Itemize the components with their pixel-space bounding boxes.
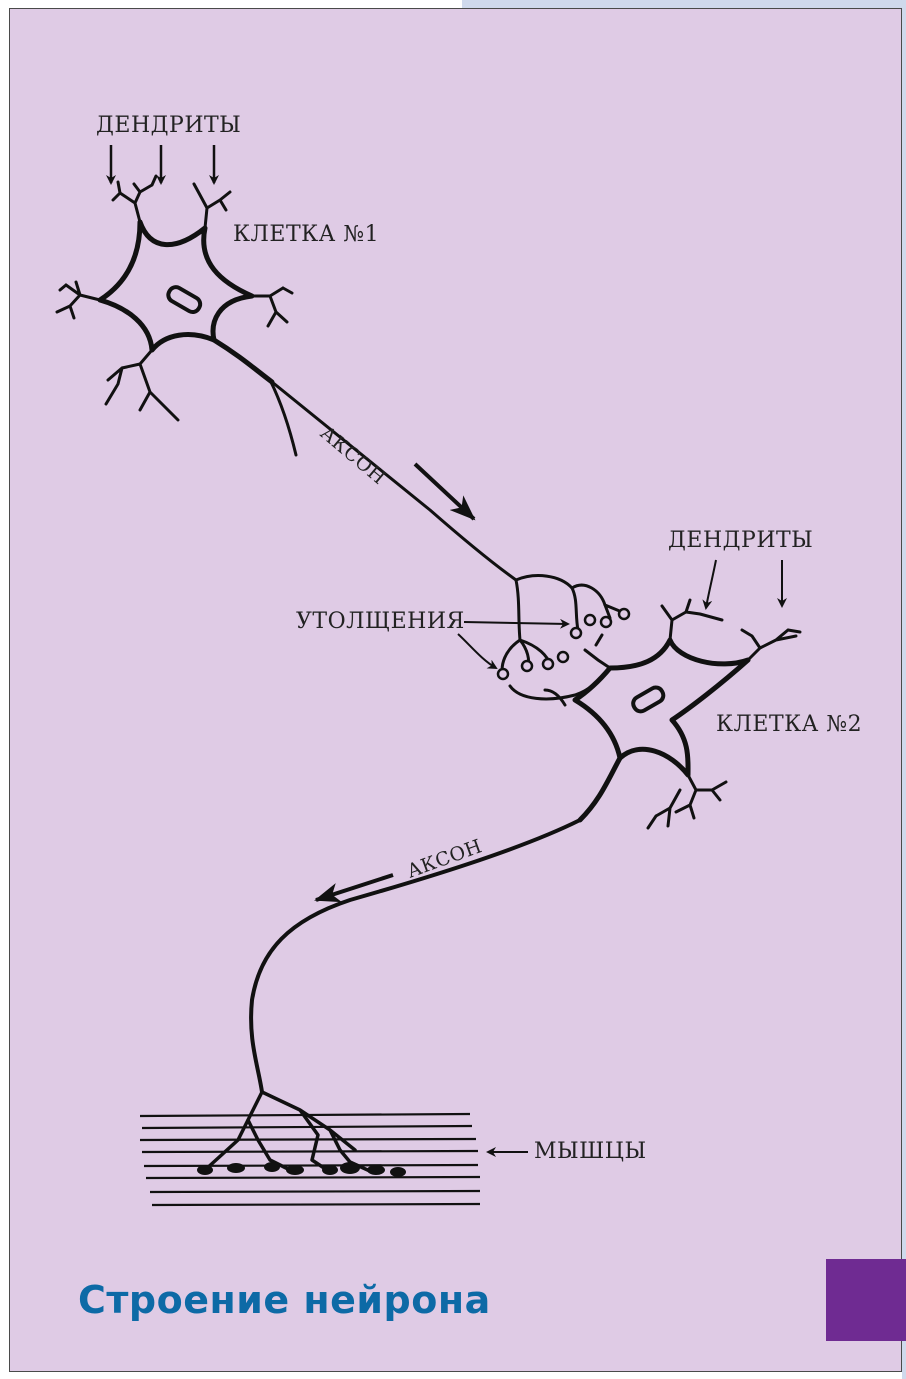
label-muscles: МЫШЦЫ: [534, 1139, 647, 1164]
cell-1-dendrite: [57, 282, 100, 318]
label-dendrites-top: ДЕНДРИТЫ: [96, 113, 241, 138]
cell-2: [205, 600, 800, 1172]
axon-2: [580, 758, 620, 820]
accent-tab: [826, 1259, 906, 1341]
label-thickenings: УТОЛЩЕНИЯ: [296, 609, 465, 634]
axon-1: [214, 340, 272, 382]
muscle-fibers: [140, 1114, 480, 1205]
axon-1-arrow: [415, 464, 474, 519]
label-arrows: [458, 560, 782, 1152]
cell-2-nucleus: [631, 685, 666, 714]
cell-2-dendrite: [676, 775, 726, 818]
label-cell-1: КЛЕТКА №1: [233, 222, 379, 247]
axon-1: [272, 382, 516, 580]
cell-1-dendrite: [113, 176, 156, 222]
label-cell-2: КЛЕТКА №2: [716, 712, 862, 737]
cell-2-dendrite: [648, 790, 680, 828]
cell-1-dendrite: [194, 184, 230, 228]
page-title: Строение нейрона: [78, 1278, 491, 1322]
cell-1-nucleus: [166, 285, 203, 315]
synaptic-terminals: [502, 576, 622, 705]
cell-2-dendrite: [742, 630, 800, 660]
cell-2-dendrite: [662, 600, 722, 640]
axon-2-terminals: [205, 1092, 372, 1172]
axon-2-arrow: [316, 875, 393, 900]
dendrites-top-arrows: [111, 145, 214, 183]
cell-1-dendrite: [106, 350, 178, 420]
cell-1-dendrite: [252, 288, 292, 326]
label-dendrites-right: ДЕНДРИТЫ: [668, 528, 813, 553]
